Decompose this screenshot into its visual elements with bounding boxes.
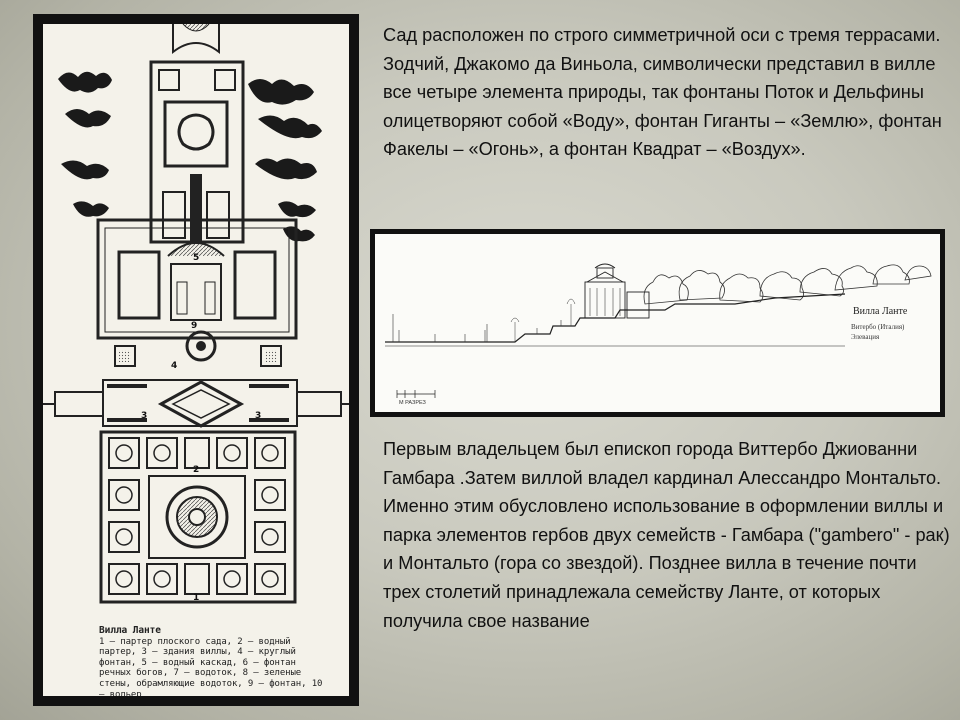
elevation-drawing: Вилла Ланте Витербо (Италия) Элевация М … xyxy=(375,234,940,412)
elevation-scale-label: М РАЗРЕЗ xyxy=(399,400,426,406)
garden-plan-svg: 9 3 3 2 1 4 5 xyxy=(43,24,349,604)
plan-image-frame: 9 3 3 2 1 4 5 Вилла Ланте 1 — партер пло… xyxy=(33,14,359,706)
plan-label-9: 9 xyxy=(191,321,197,331)
garden-plan-drawing: 9 3 3 2 1 4 5 Вилла Ланте 1 — партер пло… xyxy=(43,24,349,696)
bosco-trees xyxy=(58,71,322,242)
plan-label-2: 2 xyxy=(193,465,199,475)
plan-label-4: 4 xyxy=(171,361,177,371)
scale-bar xyxy=(396,390,436,398)
description-text-top: Сад расположен по строго симметричной ос… xyxy=(383,25,942,160)
elevation-title: Вилла Ланте xyxy=(853,306,908,317)
elevation-image-frame: Вилла Ланте Витербо (Италия) Элевация М … xyxy=(370,229,945,417)
plan-caption: Вилла Ланте 1 — партер плоского сада, 2 … xyxy=(99,625,329,696)
description-text-bottom: Первым владельцем был епископ города Вит… xyxy=(383,439,950,631)
parterre-squares xyxy=(108,437,286,595)
plan-caption-legend: 1 — партер плоского сада, 2 — водный пар… xyxy=(99,636,323,696)
elevation-svg xyxy=(385,263,932,398)
plan-label-5: 5 xyxy=(193,253,199,263)
plan-label-3b: 3 xyxy=(255,411,261,421)
villa-buildings xyxy=(584,263,650,319)
plan-caption-title: Вилла Ланте xyxy=(99,625,161,636)
elevation-trees xyxy=(643,264,932,305)
plan-label-1: 1 xyxy=(193,593,199,603)
plan-label-3a: 3 xyxy=(141,411,147,421)
elevation-subtitle: Витербо (Италия) Элевация xyxy=(851,323,905,341)
